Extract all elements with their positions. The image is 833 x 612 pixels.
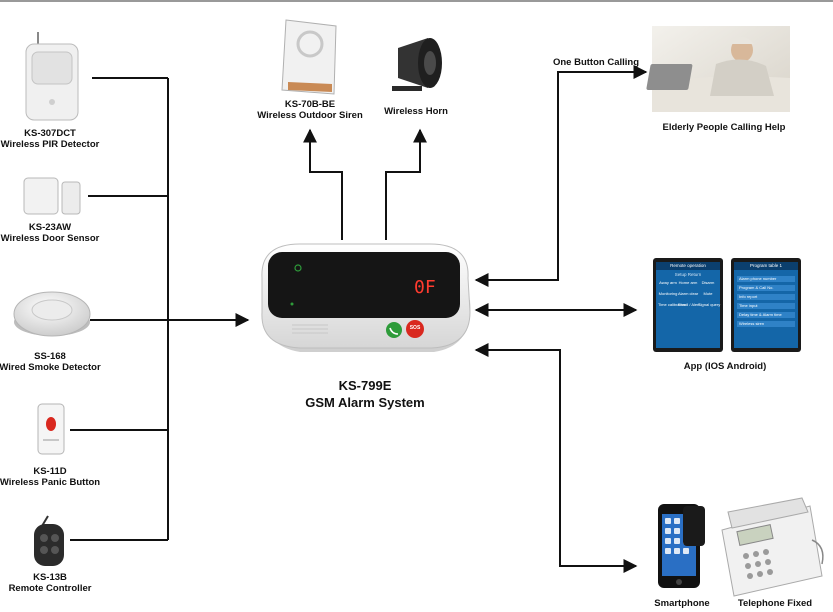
app-item: Enroll / Alert xyxy=(678,302,700,307)
horn-icon xyxy=(392,38,442,91)
hub-display-readout: 0F xyxy=(414,277,436,298)
app-menu-item: Alarm phone number xyxy=(737,276,795,282)
hub-name-label: GSM Alarm System xyxy=(305,395,425,410)
smoke-detector-name-label: Wired Smoke Detector xyxy=(0,362,101,373)
app-menu-item: Time input xyxy=(737,303,795,309)
app-item: Signal query xyxy=(698,302,721,307)
app-screen1-subtitle: Setup Return xyxy=(674,272,702,277)
elderly-caption: Elderly People Calling Help xyxy=(662,122,786,133)
panic-button-name-label: Wireless Panic Button xyxy=(0,477,101,488)
door-sensor-icon xyxy=(23,177,81,215)
hub-sos-label: SOS xyxy=(409,325,421,331)
elderly-person-photo-icon xyxy=(646,26,790,112)
app-screen1-grid: Away arm Home arm Disarm Monitoring Alar… xyxy=(658,280,721,307)
app-screen1-title: Remote operation xyxy=(670,263,706,268)
app-menu-item: Wireless siren xyxy=(737,321,795,327)
alarm-hub xyxy=(261,243,471,352)
door-sensor-name-label: Wireless Door Sensor xyxy=(0,233,100,244)
pir-detector-icon xyxy=(25,32,79,121)
app-item: Mute xyxy=(703,291,713,296)
remote-controller-icon xyxy=(34,515,64,566)
app-item: Monitoring xyxy=(658,291,678,296)
app-item: Home arm xyxy=(678,280,698,285)
app-caption: App (IOS Android) xyxy=(683,361,767,372)
app-item: Disarm xyxy=(701,280,715,285)
telephone-label: Telephone Fixed xyxy=(737,598,813,609)
app-screen2-title: Program table 1 xyxy=(749,263,783,268)
app-item: Alarm clear xyxy=(678,291,699,296)
horn-name-label: Wireless Horn xyxy=(384,106,448,117)
app-menu-item: Info report xyxy=(737,294,795,300)
smartphone-back-icon xyxy=(683,506,705,546)
one-button-calling-label: One Button Calling xyxy=(552,57,640,68)
app-menu-item: Delay time & Alarm time xyxy=(737,312,795,318)
panic-button-model-label: KS-11D xyxy=(33,466,67,477)
siren-model-label: KS-70B-BE xyxy=(284,99,336,110)
app-item: Away arm xyxy=(659,280,677,285)
sensor-connection-lines xyxy=(70,77,250,541)
door-sensor-model-label: KS-23AW xyxy=(28,222,72,233)
app-item: Time calibration xyxy=(658,302,687,307)
panic-button-icon xyxy=(37,403,65,455)
app-menu-item: Program & Call No. xyxy=(737,285,795,291)
hub-vent xyxy=(292,324,328,334)
hub-model-label: KS-799E xyxy=(338,378,392,393)
smartphone-label: Smartphone xyxy=(654,598,710,609)
app-screen2-list: Alarm phone number Program & Call No. In… xyxy=(737,276,795,327)
siren-name-label: Wireless Outdoor Siren xyxy=(257,110,363,121)
right-connection-lines xyxy=(474,65,648,573)
pir-model-label: KS-307DCT xyxy=(24,128,76,139)
telephone-icon xyxy=(721,497,824,597)
output-connection-lines xyxy=(303,128,427,240)
pir-name-label: Wireless PIR Detector xyxy=(0,139,100,150)
smoke-detector-icon xyxy=(13,291,91,337)
remote-name-label: Remote Controller xyxy=(8,583,92,594)
smoke-detector-model-label: SS-168 xyxy=(34,351,66,362)
siren-icon xyxy=(281,19,337,95)
remote-model-label: KS-13B xyxy=(33,572,67,583)
